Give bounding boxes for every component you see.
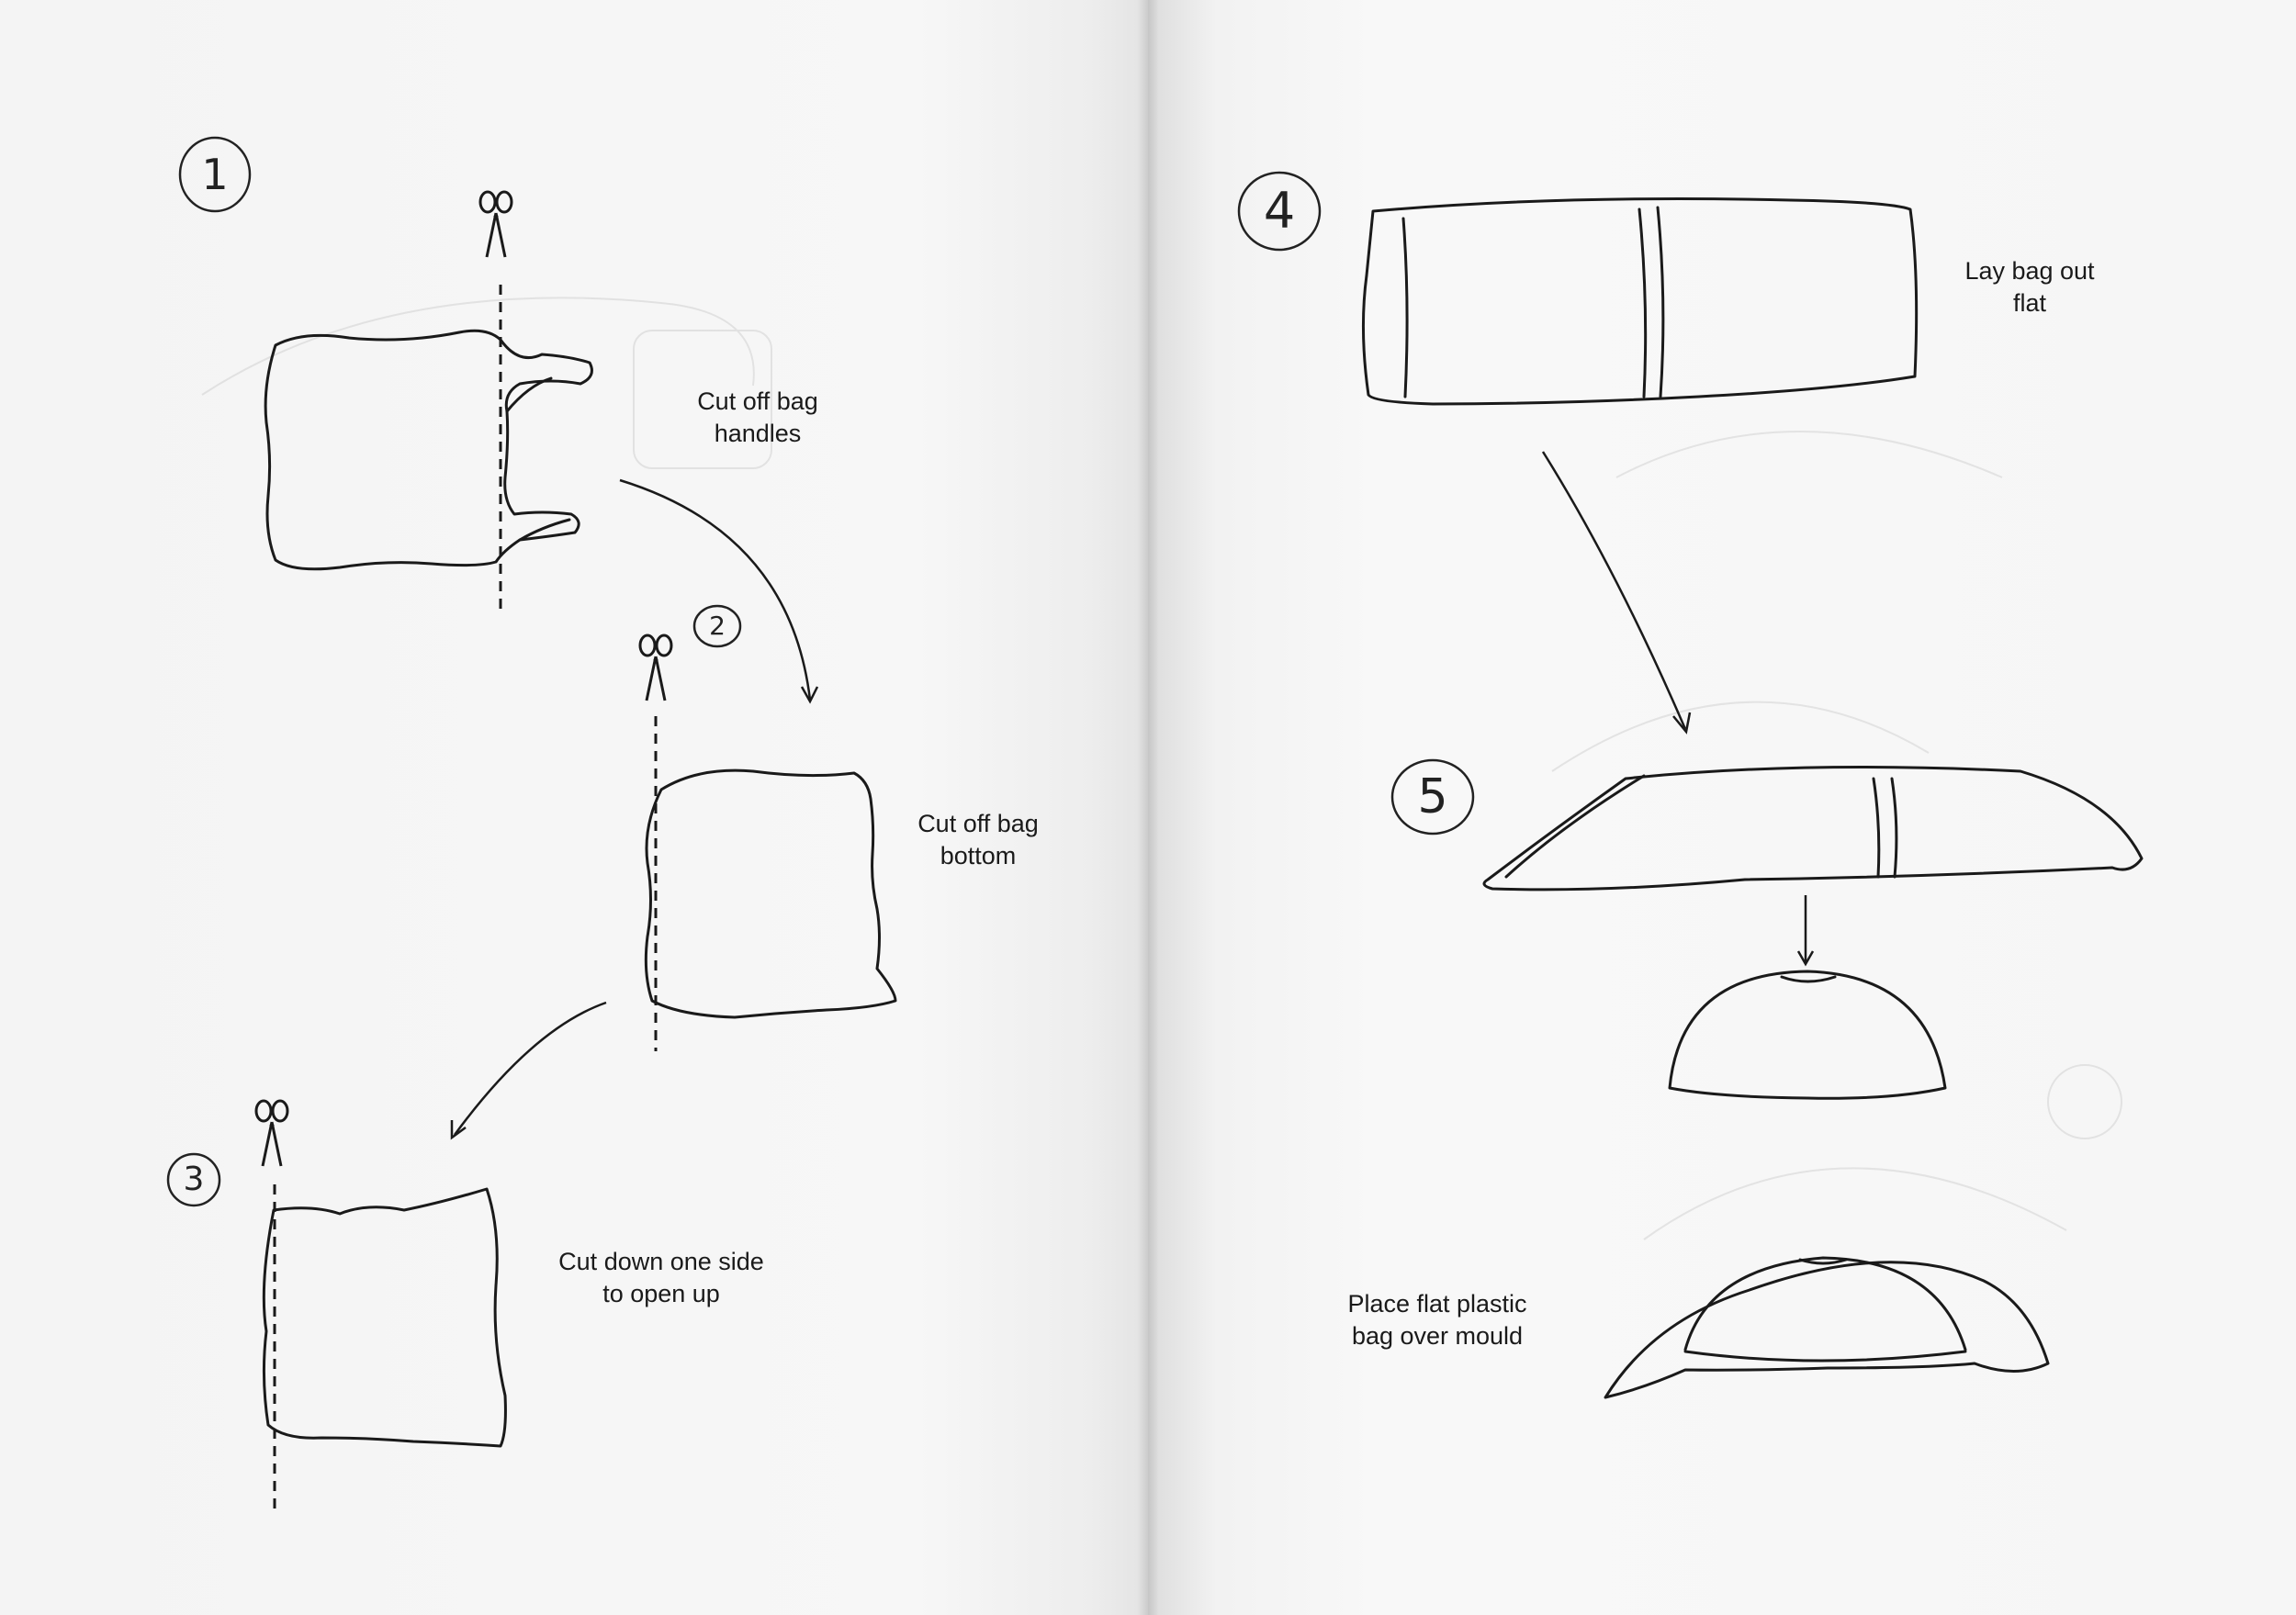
step-number-3: 3 — [183, 1161, 205, 1198]
arrow-icon — [1541, 451, 1687, 730]
left-page — [0, 0, 1148, 1615]
mould-dome — [1668, 970, 1947, 1100]
step-number-1: 1 — [201, 150, 229, 199]
arrow-head — [1796, 950, 1815, 967]
step-4-caption: Lay bag out flat — [1964, 257, 2095, 317]
step-5-caption: Place flat plastic bag over mould — [1347, 1290, 1527, 1350]
arrow-head — [800, 686, 819, 704]
step-3-bag — [262, 1187, 507, 1448]
step-2-bag — [644, 768, 897, 1019]
step-number-5: 5 — [1417, 769, 1448, 824]
step-4-flat-bag — [1361, 197, 1919, 406]
arrow-icon — [619, 478, 812, 701]
arrow-icon — [453, 1001, 607, 1136]
step-1-bag-with-handles — [264, 329, 593, 571]
scissors-icon — [254, 1099, 289, 1168]
step-1-caption: Cut off bag handles — [697, 387, 818, 447]
right-page — [1148, 0, 2296, 1615]
arrow-head — [450, 1120, 467, 1140]
scissors-icon — [638, 634, 673, 702]
step-2-caption: Cut off bag bottom — [917, 810, 1039, 869]
bag-over-mould — [1604, 1256, 2050, 1399]
step-3-caption: Cut down one side to open up — [558, 1248, 764, 1307]
step-number-4: 4 — [1263, 182, 1296, 240]
scissors-icon — [478, 190, 513, 259]
book-gutter — [1137, 0, 1159, 1615]
bleed-through — [201, 297, 2122, 1240]
step-number-2: 2 — [709, 611, 726, 641]
step-5-draped-bag — [1482, 766, 2144, 892]
arrow-head — [1672, 712, 1692, 735]
circled-number-icon — [166, 136, 1475, 1207]
